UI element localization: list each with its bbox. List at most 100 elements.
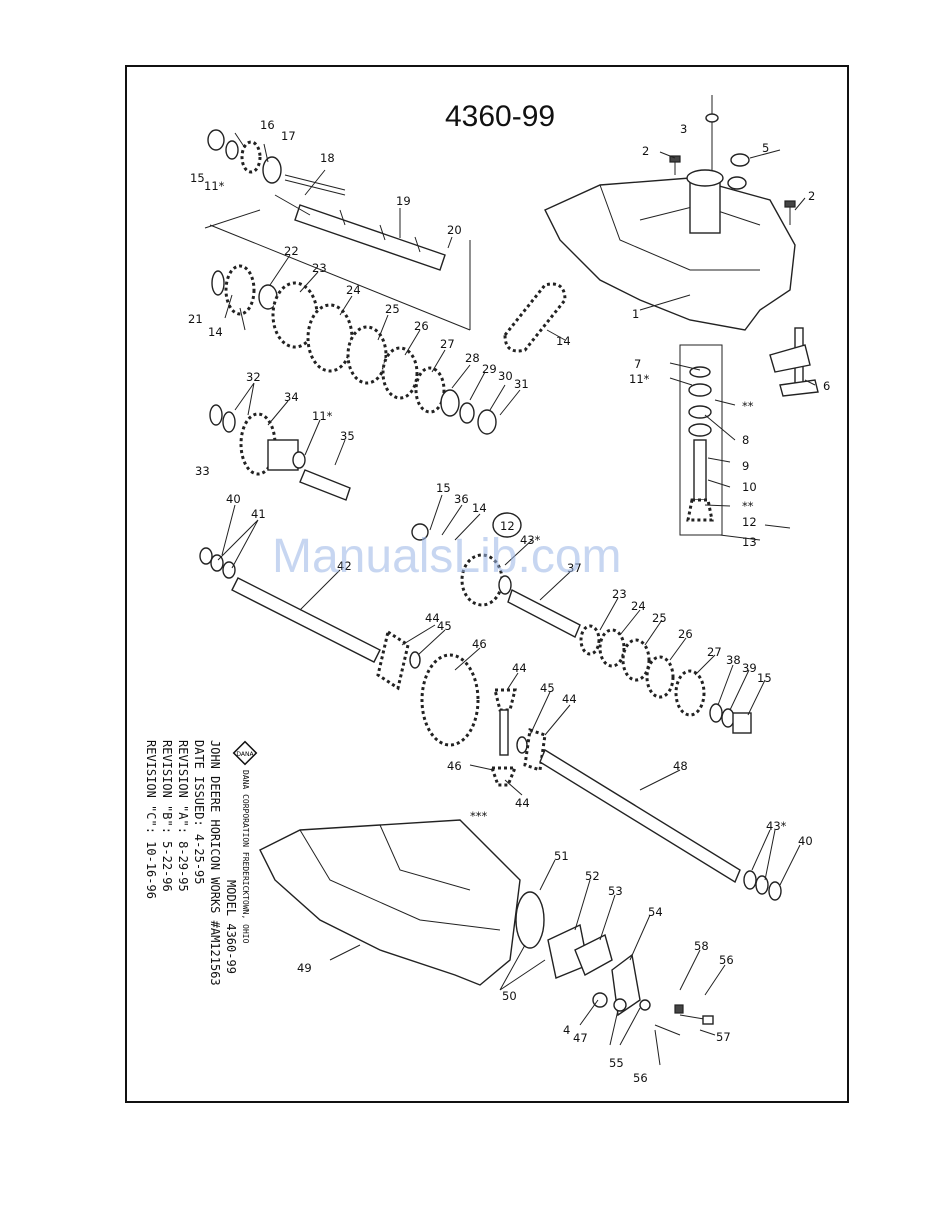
callout-14: 14	[556, 334, 571, 348]
callout-56: 56	[719, 953, 734, 967]
callout-15: 15	[190, 171, 205, 185]
callout-31: 31	[514, 377, 529, 391]
callout-44: 44	[512, 661, 527, 675]
callout-18: 18	[320, 151, 335, 165]
callout-20: 20	[447, 223, 462, 237]
upper-case-housing	[544, 169, 796, 331]
callout-34: 34	[284, 390, 299, 404]
callout-labels: 1 2 2 3 4 5 6 7 8 9 10 11* 11* 11* 12 12…	[188, 118, 830, 1085]
callout-14: 14	[472, 501, 487, 515]
callout-25: 25	[385, 302, 400, 316]
callout-29: 29	[482, 362, 497, 376]
drive-chain-part-14	[503, 282, 567, 353]
callout-13: 13	[742, 535, 757, 549]
revision-b-line: REVISION "B": 5-22-96	[160, 740, 174, 892]
callout-57: 57	[716, 1030, 731, 1044]
logo-caption: DANA CORPORATION FREDERICKTOWN, OHIO	[241, 770, 250, 944]
callout-9: 9	[742, 459, 749, 473]
callout-48: 48	[673, 759, 688, 773]
callout-27: 27	[707, 645, 722, 659]
callout-47: 47	[573, 1031, 588, 1045]
callout-55: 55	[609, 1056, 624, 1070]
callout-39: 39	[742, 661, 757, 675]
callout-double-star: **	[742, 499, 754, 513]
callout-16: 16	[260, 118, 275, 132]
center-gear-assembly	[411, 512, 752, 734]
callout-8: 8	[742, 433, 749, 447]
callout-44: 44	[562, 692, 577, 706]
callout-43: 43*	[520, 533, 541, 547]
callout-40: 40	[798, 834, 813, 848]
callout-2: 2	[808, 189, 815, 203]
callout-54: 54	[648, 905, 663, 919]
callout-4: 4	[563, 1023, 570, 1037]
drawing-border	[125, 65, 849, 1103]
callout-3: 3	[680, 122, 687, 136]
callout-12: 12	[742, 515, 757, 529]
callout-10: 10	[742, 480, 757, 494]
callout-49: 49	[297, 961, 312, 975]
callout-5: 5	[762, 141, 769, 155]
callout-43: 43*	[766, 819, 787, 833]
page-title: 4360-99	[445, 100, 556, 133]
callout-46: 46	[472, 637, 487, 651]
svg-text:DANA: DANA	[236, 751, 254, 758]
plug-part-5	[730, 153, 750, 167]
callout-23: 23	[312, 261, 327, 275]
callout-7: 7	[634, 357, 641, 371]
callout-27: 27	[440, 337, 455, 351]
callout-44: 44	[515, 796, 530, 810]
callout-14: 14	[208, 325, 223, 339]
callout-23: 23	[612, 587, 627, 601]
customer-line: JOHN DEERE HORICON WORKS #AM121563	[208, 740, 222, 986]
gear-cluster-upper	[211, 264, 497, 435]
callout-44: 44	[425, 611, 440, 625]
callout-24: 24	[346, 283, 361, 297]
callout-45: 45	[540, 681, 555, 695]
callout-1: 1	[632, 307, 639, 321]
callout-17: 17	[281, 129, 296, 143]
callout-56: 56	[633, 1071, 648, 1085]
callout-35: 35	[340, 429, 355, 443]
callout-37: 37	[567, 561, 582, 575]
callout-32: 32	[246, 370, 261, 384]
callout-46: 46	[447, 759, 462, 773]
shift-lever-part-6	[769, 327, 819, 397]
callout-50: 50	[502, 989, 517, 1003]
callout-38: 38	[726, 653, 741, 667]
callout-15: 15	[757, 671, 772, 685]
callout-26: 26	[678, 627, 693, 641]
date-issued-line: DATE ISSUED: 4-25-95	[192, 740, 206, 885]
callout-12: 12	[500, 519, 515, 533]
lower-case-housing	[259, 819, 521, 986]
dana-logo: DANA	[232, 740, 258, 766]
callout-36: 36	[454, 492, 469, 506]
callout-25: 25	[652, 611, 667, 625]
revision-block: DANA CORPORATION FREDERICKTOWN, OHIO MOD…	[140, 740, 250, 1040]
watermark: ManualsLib.com	[272, 530, 622, 583]
case-bolts	[669, 95, 796, 225]
callout-52: 52	[585, 869, 600, 883]
callout-11: 11*	[204, 179, 225, 193]
axle-shaft-part-48	[539, 748, 782, 901]
callout-22: 22	[284, 244, 299, 258]
gear-cluster-left	[209, 404, 351, 501]
model-line: MODEL 4360-99	[224, 880, 238, 974]
callout-26: 26	[414, 319, 429, 333]
upper-shaft-assembly	[204, 129, 471, 331]
callout-11: 11*	[312, 409, 333, 423]
callout-15: 15	[436, 481, 451, 495]
revision-a-line: REVISION "A": 8-29-95	[176, 740, 190, 892]
callout-40: 40	[226, 492, 241, 506]
callout-11: 11*	[629, 372, 650, 386]
input-shaft-stack	[679, 344, 723, 536]
brake-assembly	[515, 891, 714, 1036]
callout-42: 42	[337, 559, 352, 573]
callout-53: 53	[608, 884, 623, 898]
callout-28: 28	[465, 351, 480, 365]
callout-double-star: **	[742, 399, 754, 413]
callout-24: 24	[631, 599, 646, 613]
callout-33: 33	[195, 464, 210, 478]
callout-21: 21	[188, 312, 203, 326]
